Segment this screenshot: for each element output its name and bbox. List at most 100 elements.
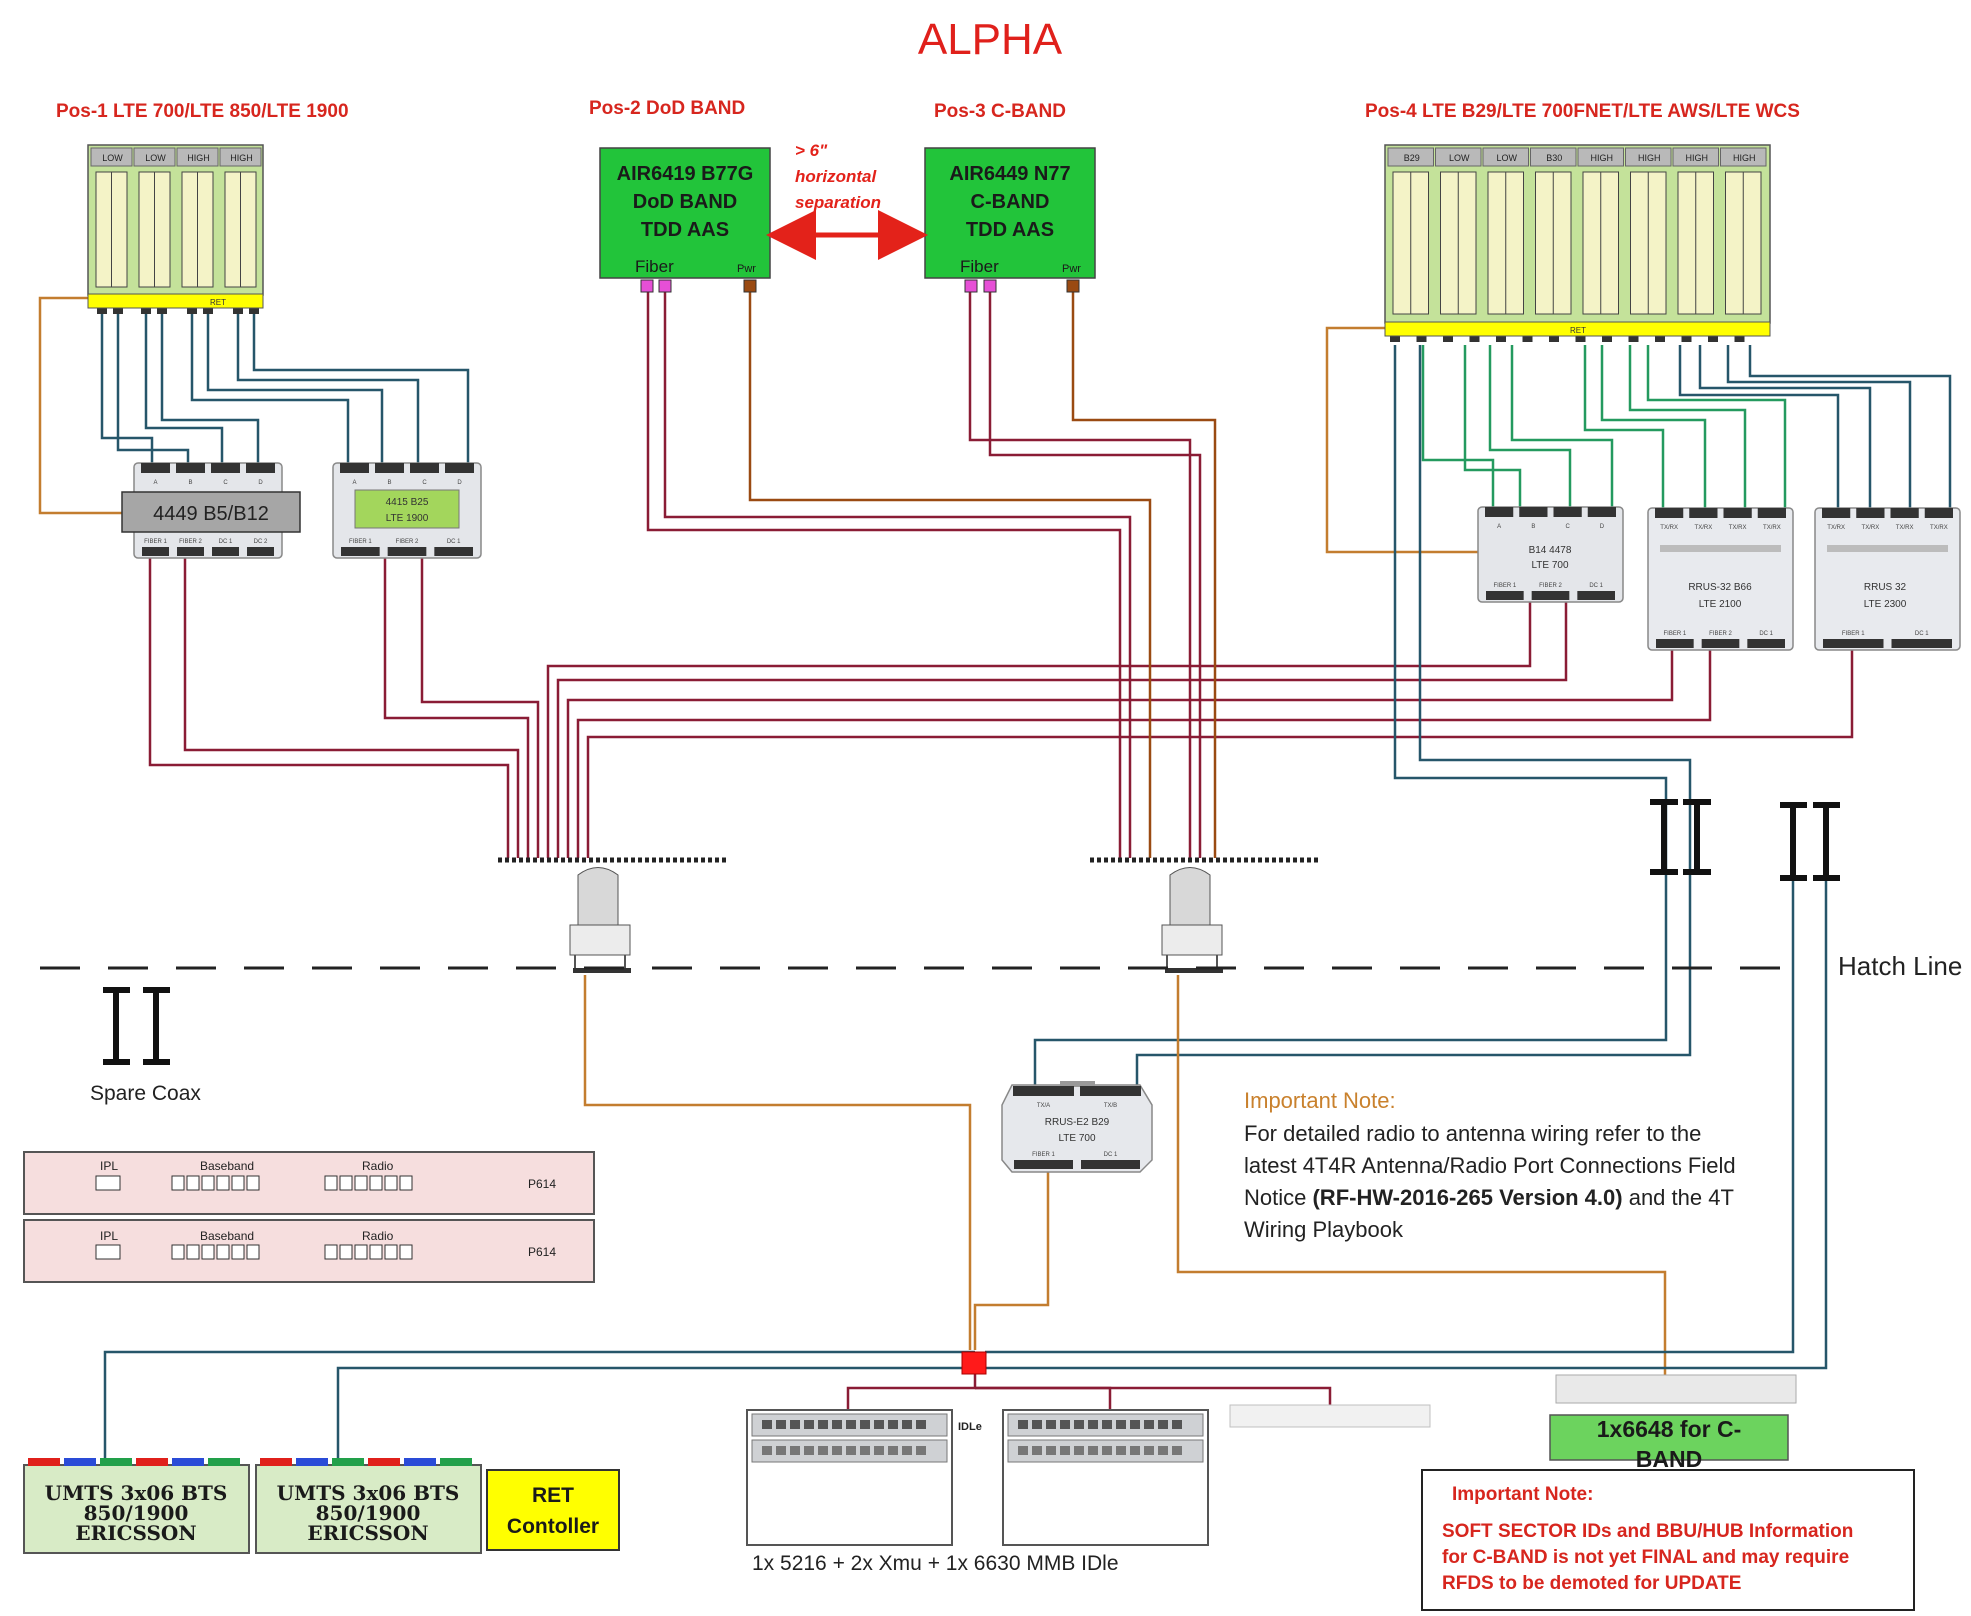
- bts1-port-4: [172, 1458, 204, 1466]
- pos1-connector-5: [203, 308, 213, 314]
- bbu2-upper-port-2: [1046, 1420, 1056, 1429]
- bbu2-lower-port-3: [1060, 1446, 1070, 1455]
- r4449-top-port-3: [246, 463, 275, 473]
- rrus866-top-port-3: [1757, 508, 1786, 518]
- bbu2-lower-port-5: [1088, 1446, 1098, 1455]
- bbu2-upper-port-1: [1032, 1420, 1042, 1429]
- r4415-top-port-3: [445, 463, 474, 473]
- hub-to-bbu-c: [975, 1386, 1332, 1412]
- p614-2-radio-port-4: [384, 1244, 398, 1260]
- pos1-connector-7: [249, 308, 259, 314]
- spare-coax-symbol-right-a: [1650, 799, 1711, 875]
- coax-pos1-f: [206, 308, 384, 465]
- r4415-top-label-3: D: [457, 480, 462, 486]
- pos4-port-label-7: HIGH: [1733, 153, 1756, 163]
- rrus866-top-label-0: TX/RX: [1660, 525, 1678, 531]
- pos4-port-label-0: B29: [1404, 153, 1420, 163]
- r4415-top-port-0: [340, 463, 369, 473]
- p614-2-baseband-port-0: [171, 1244, 185, 1260]
- pos1-heading: Pos-1 LTE 700/LTE 850/LTE 1900: [56, 101, 349, 122]
- r4415-bottom-port-1: [387, 547, 427, 556]
- rrus2300-top-port-0: [1822, 508, 1851, 518]
- ret-controller-line2: Contoller: [507, 1515, 599, 1538]
- note1-line2: latest 4T4R Antenna/Radio Port Connectio…: [1244, 1153, 1736, 1178]
- rruse2-top-label-1: TX/B: [1104, 1103, 1117, 1109]
- rrus866-bottom-label-1: FIBER 2: [1709, 631, 1732, 637]
- hub-trunk-bts2: [336, 1366, 975, 1465]
- p614-2-radio-port-3: [369, 1244, 383, 1260]
- air6449-line1: AIR6449 N77: [949, 163, 1070, 185]
- bbu2-upper-port-3: [1060, 1420, 1070, 1429]
- pos4-ret-cable: [1325, 326, 1478, 554]
- radio-rrus-b66-line1: RRUS-32 B66: [1688, 582, 1752, 593]
- bbu1-upper-port-7: [860, 1420, 870, 1429]
- r4449-bottom-port-3: [247, 547, 274, 556]
- p614-2-baseband: Baseband: [200, 1229, 254, 1243]
- r4415-top-label-2: C: [422, 480, 427, 486]
- coax-pos4-e: [1583, 345, 1665, 510]
- p614-2-radio-port-2: [354, 1244, 368, 1260]
- bts-unit-2: UMTS 3x06 BTS 850/1900 ERICSSON: [255, 1458, 482, 1554]
- pos1-port-header-1: [133, 147, 176, 167]
- pos4-connector-10: [1655, 336, 1665, 342]
- bbu1-upper-port-10: [902, 1420, 912, 1429]
- bbu1-upper-port-6: [846, 1420, 856, 1429]
- cband-line2: BAND: [1636, 1446, 1702, 1472]
- coax-pos1-a: [100, 308, 154, 465]
- pos1-ret-label: RET: [210, 298, 226, 307]
- rrus866-top-port-0: [1655, 508, 1684, 518]
- rruse2-top-port-0: [1013, 1086, 1074, 1096]
- p614-1-radio-port-0: [324, 1175, 338, 1191]
- pos4-port-header-1: [1435, 147, 1482, 167]
- r4415-top-label-1: B: [387, 480, 391, 486]
- radio-rruse2-line2: LTE 700: [1058, 1133, 1095, 1144]
- air6449-fiber-port-2: [983, 279, 997, 293]
- pos4-port-header-4: [1577, 147, 1624, 167]
- radio-rruse2-line1: RRUS-E2 B29: [1045, 1117, 1110, 1128]
- pos4-connector-6: [1549, 336, 1559, 342]
- p614-1-baseband-port-5: [246, 1175, 260, 1191]
- p614-1-tag: P614: [528, 1177, 556, 1191]
- b14-top-port-1: [1519, 507, 1548, 517]
- p614-1-radio: Radio: [362, 1159, 394, 1173]
- rrus866-bottom-port-1: [1701, 639, 1740, 648]
- bts-unit-1: UMTS 3x06 BTS 850/1900 ERICSSON: [23, 1458, 250, 1554]
- coax-pos4-k: [1726, 345, 1912, 510]
- bbu2-upper-port-4: [1074, 1420, 1084, 1429]
- b14-top-label-2: C: [1565, 524, 1570, 530]
- note1-line3-bold: (RF-HW-2016-265 Version 4.0): [1312, 1185, 1622, 1210]
- bbu-6630: [1002, 1409, 1209, 1546]
- bbu1-lower-port-9: [888, 1446, 898, 1455]
- important-note-wiring: Important Note: For detailed radio to an…: [1244, 1088, 1736, 1242]
- air6419-pwr-label: Pwr: [737, 263, 756, 275]
- note1-line3: Notice (RF-HW-2016-265 Version 4.0) and …: [1244, 1185, 1734, 1210]
- bts2-line3: ERICSSON: [307, 1521, 428, 1545]
- pos1-connector-0: [97, 308, 107, 314]
- separation-line2: horizontal: [795, 167, 877, 186]
- fiber-4415-1: [383, 555, 530, 858]
- pos1-connector-3: [157, 308, 167, 314]
- air6449-line3: TDD AAS: [966, 219, 1054, 241]
- bts2-port-1: [296, 1458, 328, 1466]
- rrus2300-top-port-1: [1856, 508, 1885, 518]
- radio-b14-line1: B14 4478: [1529, 545, 1572, 556]
- page-title: ALPHA: [918, 15, 1063, 64]
- p614-1-baseband-port-1: [186, 1175, 200, 1191]
- b14-bottom-port-0: [1486, 591, 1524, 600]
- p614-1-baseband: Baseband: [200, 1159, 254, 1173]
- bbu2-lower-port-11: [1172, 1446, 1182, 1455]
- r4415-top-port-1: [375, 463, 404, 473]
- xmu-6648-shelf: [1555, 1374, 1797, 1404]
- p614-1-ipl-connector: [95, 1175, 121, 1191]
- bts2-port-3: [368, 1458, 400, 1466]
- rruse2-bottom-label-0: FIBER 1: [1032, 1152, 1055, 1158]
- pos4-port-label-6: HIGH: [1686, 153, 1709, 163]
- fiber-air6449-1: [968, 288, 1192, 858]
- bbu2-lower-port-2: [1046, 1446, 1056, 1455]
- bts1-port-3: [136, 1458, 168, 1466]
- pos4-port-header-5: [1625, 147, 1672, 167]
- bbu1-lower-port-8: [874, 1446, 884, 1455]
- rruse2-top-label-0: TX/A: [1037, 1103, 1050, 1109]
